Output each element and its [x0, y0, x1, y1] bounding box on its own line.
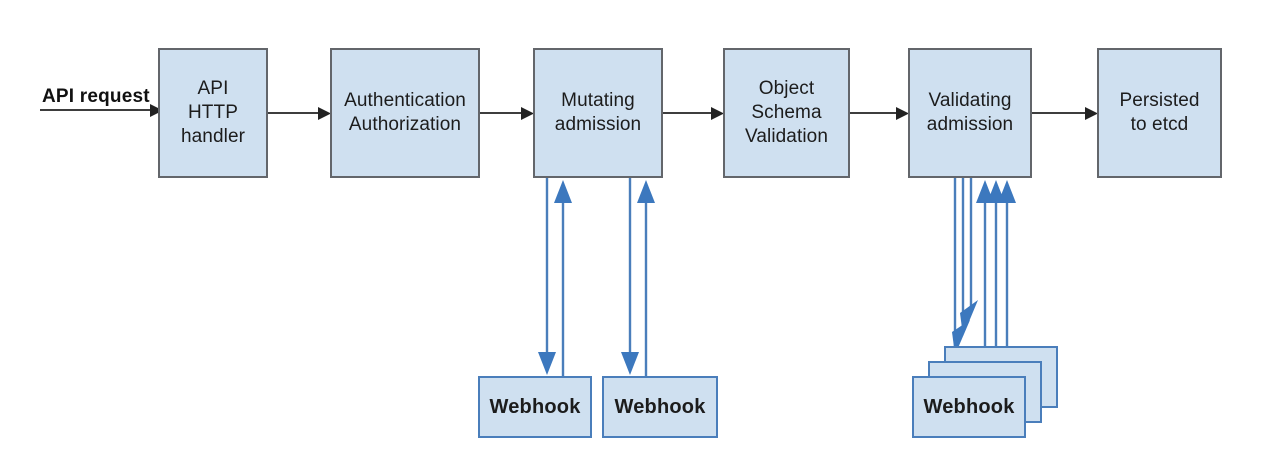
stage-box-persisted-to-etcd[interactable]: Persisted to etcd	[1097, 48, 1222, 178]
stage-box-authentication-authorization[interactable]: Authentication Authorization	[330, 48, 480, 178]
arrowpair-mutating-webhook-2	[621, 178, 655, 376]
arrowpair-mutating-webhook-1	[538, 178, 572, 376]
webhook-box-mutating-1[interactable]: Webhook	[478, 376, 592, 438]
arrow-mutating-to-object-schema	[663, 107, 724, 120]
arrow-auth-to-mutating	[480, 107, 534, 120]
arrow-validating-to-etcd	[1032, 107, 1098, 120]
arrow-object-schema-to-validating	[850, 107, 909, 120]
webhook-box-mutating-2[interactable]: Webhook	[602, 376, 718, 438]
stage-box-validating-admission[interactable]: Validating admission	[908, 48, 1032, 178]
webhook-box-validating-1[interactable]: Webhook	[912, 376, 1026, 438]
flow-entry-label: API request	[42, 86, 150, 107]
stage-box-mutating-admission[interactable]: Mutating admission	[533, 48, 663, 178]
stage-box-object-schema-validation[interactable]: Object Schema Validation	[723, 48, 850, 178]
stage-box-api-http-handler[interactable]: API HTTP handler	[158, 48, 268, 178]
arrow-api-handler-to-auth	[268, 107, 331, 120]
